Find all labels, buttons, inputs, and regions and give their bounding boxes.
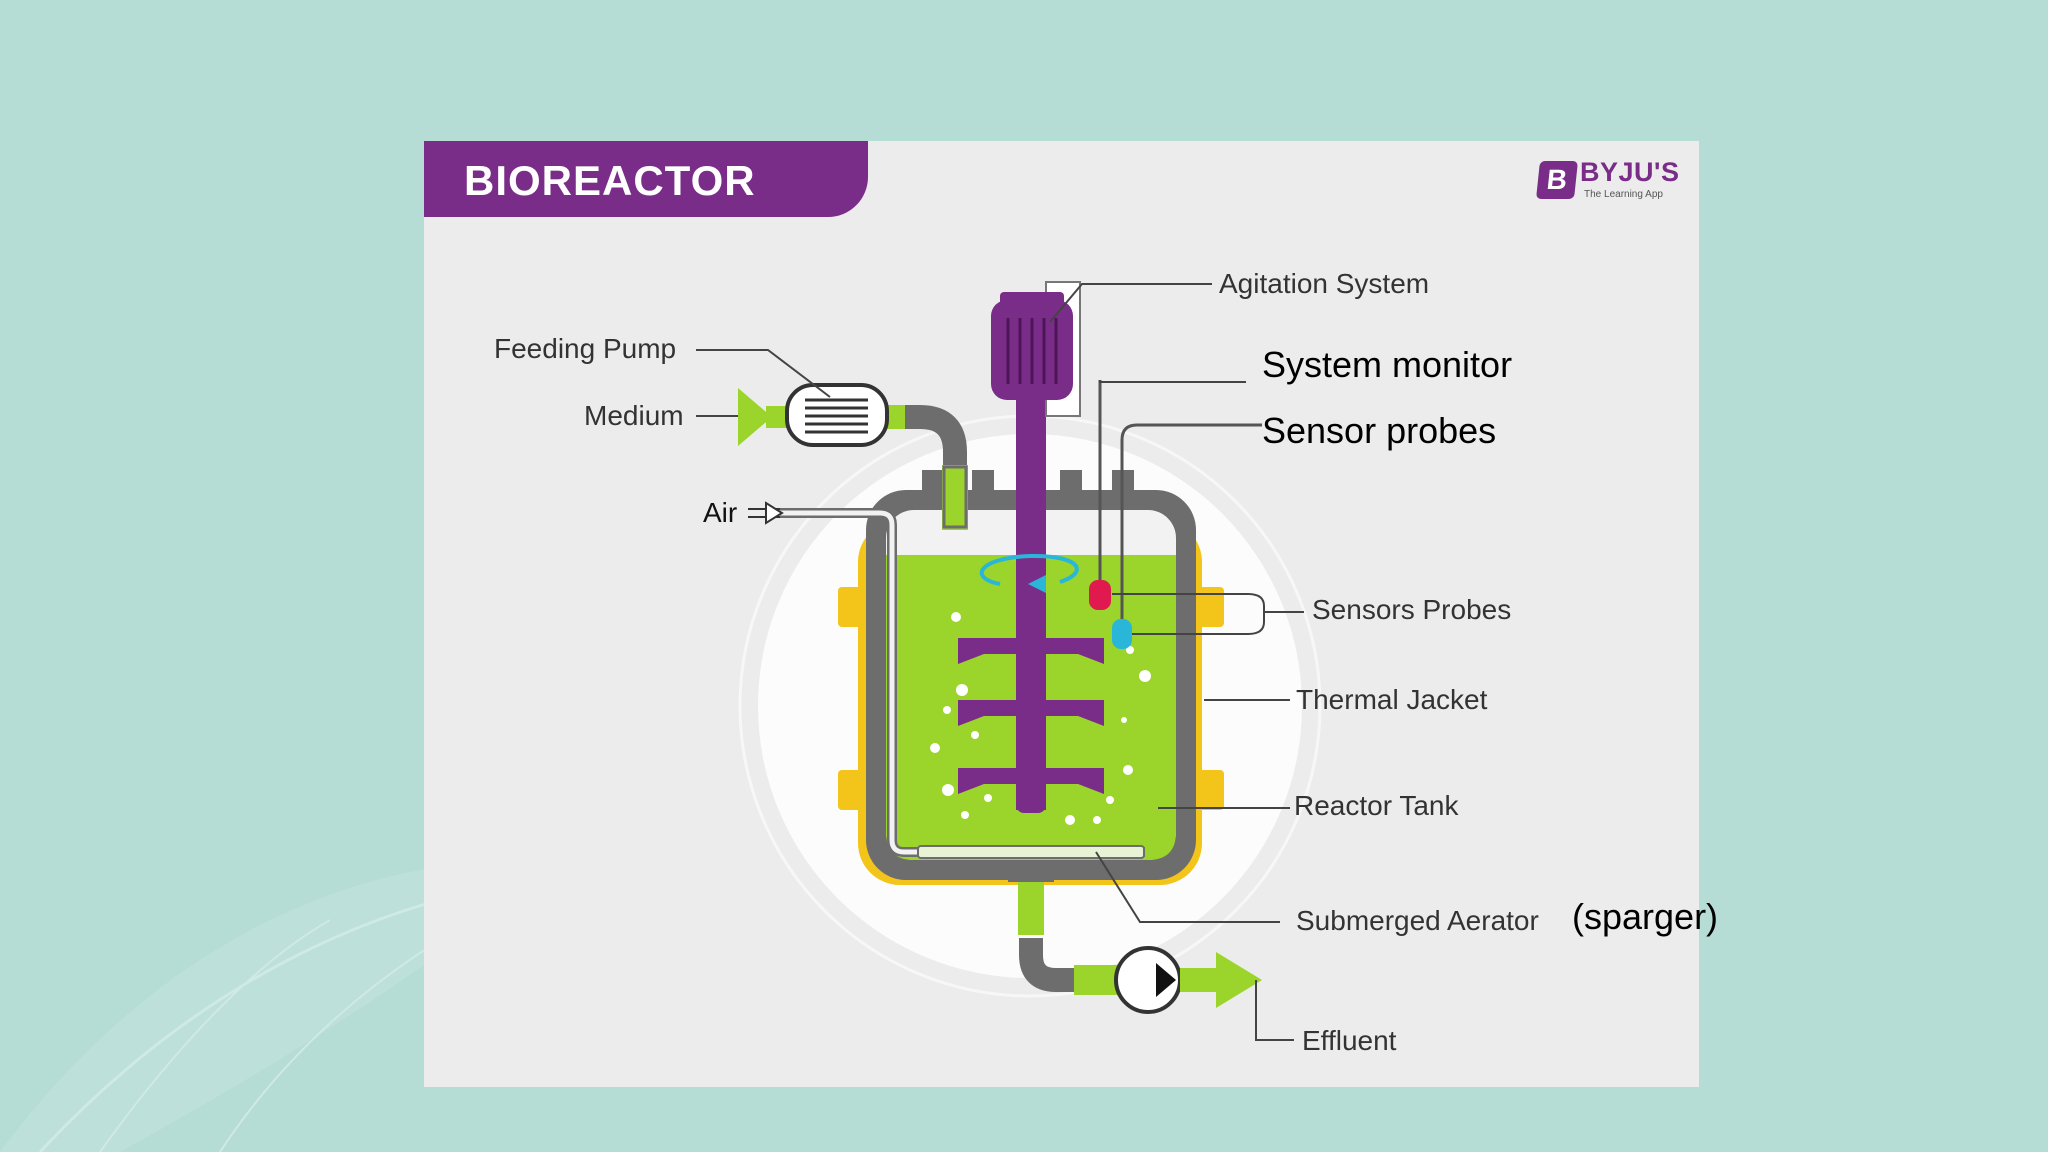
title-banner: BIOREACTOR bbox=[424, 141, 868, 217]
feed-pipe bbox=[898, 405, 967, 530]
label-air: Air bbox=[703, 497, 738, 528]
air-inlet-arrow-icon bbox=[765, 501, 784, 525]
label-effluent: Effluent bbox=[1302, 1025, 1397, 1056]
label-sparger: (sparger) bbox=[1572, 896, 1719, 937]
rotation-arrow-icon bbox=[979, 553, 1079, 586]
impeller-blades bbox=[958, 638, 1104, 813]
label-feeding-pump: Feeding Pump bbox=[494, 333, 677, 364]
label-sensors-probes: Sensors Probes bbox=[1312, 594, 1512, 625]
feeding-pump bbox=[785, 383, 889, 447]
label-medium: Medium bbox=[584, 400, 684, 431]
brand-tagline: The Learning App bbox=[1584, 189, 1663, 200]
label-thermal-jacket: Thermal Jacket bbox=[1296, 684, 1488, 715]
label-submerged-aerator: Submerged Aerator bbox=[1296, 905, 1539, 936]
label-system-monitor: System monitor bbox=[1262, 344, 1513, 385]
air-bubbles bbox=[930, 612, 1151, 825]
label-sensor-probes: Sensor probes bbox=[1262, 410, 1497, 451]
agitation-motor bbox=[991, 281, 1081, 417]
effluent-outlet-arrow-icon bbox=[1216, 952, 1262, 1008]
brand-name: BYJU'S bbox=[1580, 157, 1680, 187]
sensor-probes bbox=[1089, 380, 1262, 649]
medium-inlet-arrow-icon bbox=[738, 388, 772, 446]
leader-lines bbox=[696, 283, 1304, 1041]
brand-logo: B BYJU'S The Learning App bbox=[1536, 155, 1688, 205]
submerged-aerator bbox=[917, 845, 1145, 859]
effluent-pump bbox=[1114, 946, 1182, 1014]
label-reactor-tank: Reactor Tank bbox=[1294, 790, 1459, 821]
page-title: BIOREACTOR bbox=[464, 157, 756, 204]
play-icon bbox=[1156, 963, 1176, 997]
label-agitation-system: Agitation System bbox=[1219, 268, 1430, 299]
